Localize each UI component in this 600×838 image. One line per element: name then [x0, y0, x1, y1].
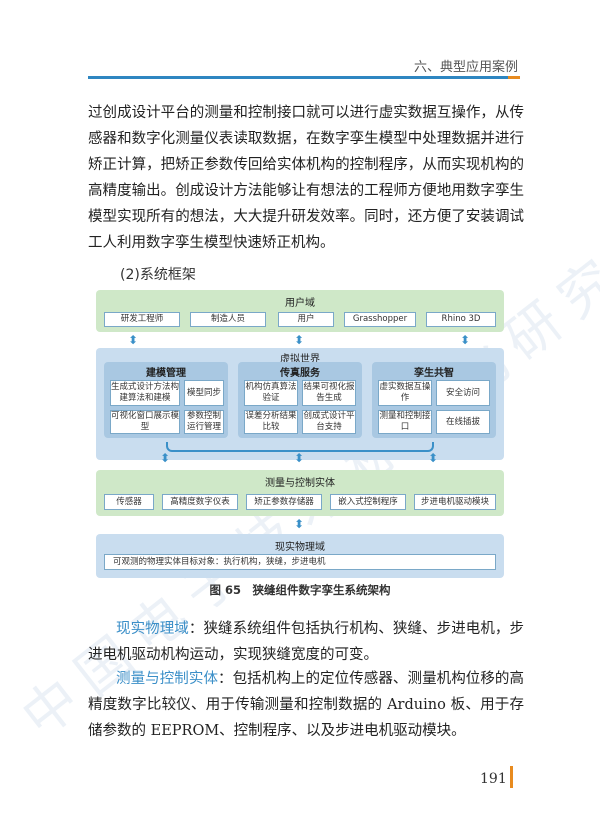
- modeling-item-2: 可视化窗口展示模型: [110, 410, 180, 434]
- arrow-up-down-icon: ⬍: [294, 517, 305, 531]
- arrow-down-icon: ⬍: [428, 451, 439, 465]
- measure-domain-title: 测量与控制实体: [265, 478, 335, 489]
- twin-item-2: 测量和控制接口: [378, 410, 432, 434]
- physical-domain-lead: 现实物理域: [116, 621, 189, 637]
- arrow-up-down-icon: ⬍: [294, 333, 305, 347]
- architecture-figure: 用户域 研发工程师 制造人员 用户 Grasshopper Rhino 3D ⬍…: [96, 290, 504, 582]
- intro-paragraph: 过创成设计平台的测量和控制接口就可以进行虚实数据互操作，从传感器和数字化测量仪表…: [88, 105, 524, 251]
- simulation-title: 传真服务: [280, 368, 320, 379]
- physical-domain-title: 现实物理域: [275, 542, 325, 553]
- page-number-bar: [510, 766, 513, 788]
- modeling-item-0: 生成式设计方法构建算法和建模: [110, 380, 180, 406]
- user-domain-title: 用户域: [285, 298, 315, 309]
- virtual-world-title: 虚拟世界: [280, 354, 320, 365]
- arrow-up-down-icon: ⬍: [128, 333, 139, 347]
- user-item-4: Rhino 3D: [426, 312, 496, 327]
- measure-item-0: 传感器: [104, 494, 154, 510]
- measure-item-2: 矫正参数存储器: [246, 494, 322, 510]
- page-number: 191: [480, 771, 507, 787]
- physical-domain-paragraph: 现实物理域：狭缝系统组件包括执行机构、狭缝、步进电机，步进电机驱动机构运动，实现…: [88, 616, 524, 668]
- modeling-item-1: 模型同步: [184, 380, 224, 406]
- twin-item-3: 在线插拔: [436, 410, 490, 434]
- simulation-item-0: 机构仿真算法验证: [244, 380, 298, 406]
- connector-line: [166, 442, 434, 452]
- measure-item-3: 嵌入式控制程序: [330, 494, 406, 510]
- arrow-up-down-icon: ⬍: [460, 333, 471, 347]
- chapter-title: 六、典型应用案例: [413, 60, 518, 75]
- measure-item-4: 步进电机驱动模块: [414, 494, 496, 510]
- user-item-3: Grasshopper: [344, 312, 416, 327]
- twin-item-1: 安全访问: [436, 380, 490, 406]
- simulation-item-2: 误差分析结果比较: [244, 410, 298, 434]
- physical-domain-text: ：狭缝系统组件包括执行机构、狭缝、步进电机，步进电机驱动机构运动，实现狭缝宽度的…: [88, 621, 525, 663]
- twin-item-0: 虚实数据互操作: [378, 380, 432, 406]
- user-item-2: 用户: [278, 312, 334, 327]
- measure-domain-text: ：包括机构上的定位传感器、测量机构位移的高精度数字比较仪、用于传输测量和控制数据…: [88, 671, 525, 739]
- modeling-title: 建模管理: [146, 368, 186, 379]
- measure-item-1: 高精度数字仪表: [162, 494, 238, 510]
- user-item-0: 研发工程师: [104, 312, 180, 327]
- measure-domain-lead: 测量与控制实体: [116, 671, 219, 687]
- arrow-down-icon: ⬍: [294, 451, 305, 465]
- header-rule: [88, 76, 508, 79]
- section-subheading: (2)系统框架: [120, 267, 196, 283]
- physical-domain-desc: 可观测的物理实体目标对象：执行机构，狭缝，步进电机: [104, 554, 496, 570]
- modeling-item-3: 参数控制运行管理: [184, 410, 224, 434]
- simulation-item-3: 创成式设计平台支持: [302, 410, 356, 434]
- header-rule-accent: [508, 76, 520, 79]
- twin-title: 孪生共智: [414, 368, 454, 379]
- figure-caption: 图 65 狭缝组件数字孪生系统架构: [209, 583, 391, 597]
- user-item-1: 制造人员: [190, 312, 266, 327]
- measure-domain-paragraph: 测量与控制实体：包括机构上的定位传感器、测量机构位移的高精度数字比较仪、用于传输…: [88, 666, 524, 744]
- simulation-item-1: 结果可视化报告生成: [302, 380, 356, 406]
- arrow-down-icon: ⬍: [160, 451, 171, 465]
